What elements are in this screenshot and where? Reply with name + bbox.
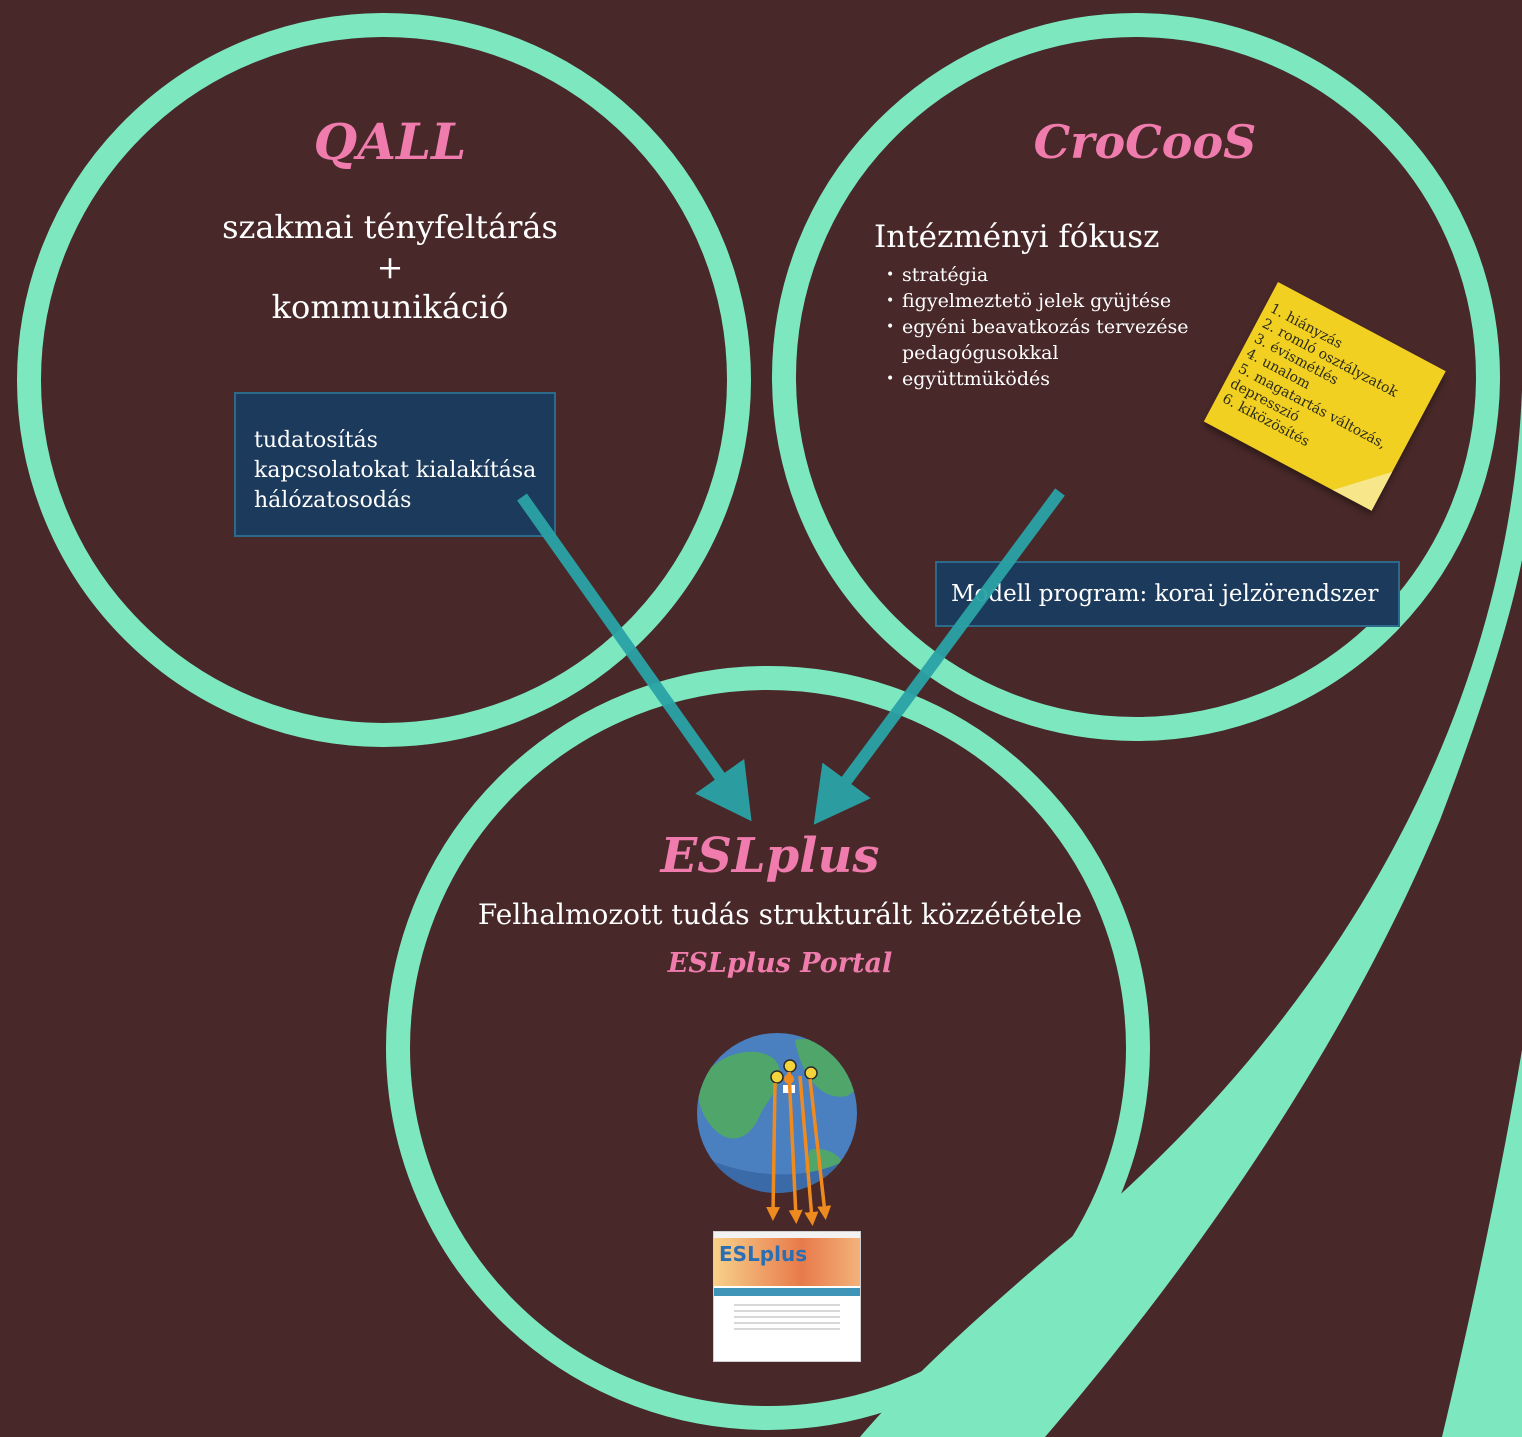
- portal-screenshot: ESLplus: [713, 1231, 861, 1362]
- eslplus-portal-label: ESLplus Portal: [667, 948, 893, 979]
- link-arrows: [766, 1071, 832, 1226]
- crocoos-bullet-list: stratégia figyelmeztetö jelek gyüjtése e…: [886, 262, 1188, 392]
- portal-banner: ESLplus: [714, 1238, 860, 1286]
- crocoos-bullet: egyéni beavatkozás tervezése: [886, 314, 1188, 340]
- qall-subtitle: szakmai tényfeltárás + kommunikáció: [190, 207, 590, 327]
- portal-text-line: [734, 1304, 840, 1306]
- qall-line-1: szakmai tényfeltárás: [222, 208, 558, 246]
- eslplus-title: ESLplus: [660, 828, 880, 884]
- portal-tabs: [714, 1288, 860, 1296]
- qall-box-item: tudatosítás: [254, 428, 378, 453]
- portal-text-line: [734, 1316, 840, 1318]
- crocoos-bullet: együttmüködés: [886, 366, 1188, 392]
- crocoos-bullet: stratégia: [886, 262, 1188, 288]
- model-program-box: Modell program: korai jelzörendszer: [935, 561, 1400, 627]
- crocoos-bullet-continuation: pedagógusokkal: [902, 342, 1059, 364]
- qall-title: QALL: [313, 112, 467, 171]
- qall-box: tudatosítás kapcsolatokat kialakítása há…: [234, 392, 556, 537]
- decorative-swoosh-tail: [1442, 1050, 1522, 1437]
- qall-ring: [17, 13, 751, 747]
- eslplus-subtitle: Felhalmozott tudás strukturált közzététe…: [477, 898, 1083, 931]
- qall-box-item: kapcsolatokat kialakítása: [254, 458, 537, 483]
- crocoos-heading: Intézményi fókusz: [874, 219, 1160, 255]
- portal-text-line: [734, 1322, 840, 1324]
- qall-box-item: hálózatosodás: [254, 488, 412, 513]
- qall-line-2: kommunikáció: [271, 288, 509, 326]
- portal-logo: ESLplus: [719, 1242, 808, 1266]
- portal-text-line: [734, 1328, 840, 1330]
- decorative-swoosh: [860, 390, 1522, 1437]
- eslplus-ring: [386, 666, 1150, 1430]
- crocoos-title: CroCooS: [1033, 115, 1257, 169]
- crocoos-ring: [772, 13, 1500, 741]
- portal-header: [714, 1232, 860, 1238]
- portal-text-line: [734, 1310, 840, 1312]
- qall-plus: +: [376, 248, 404, 286]
- crocoos-bullet: figyelmeztetö jelek gyüjtése: [886, 288, 1188, 314]
